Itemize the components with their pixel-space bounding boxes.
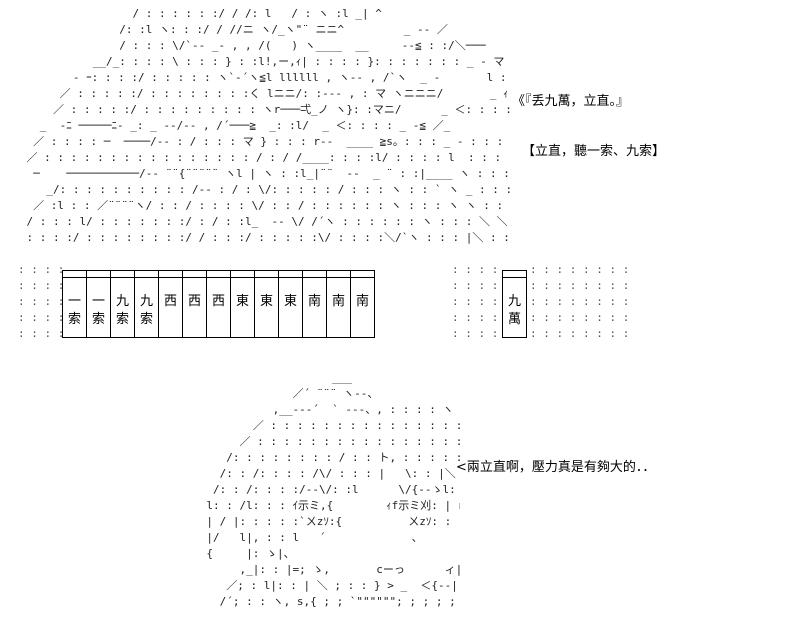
tile-top-char: 九 xyxy=(139,294,153,309)
mahjong-tile: 西 xyxy=(207,271,231,337)
tile-top-char: 東 xyxy=(235,294,249,309)
dot-texture-right: : : : : : : : : : : : : : : : : : : : : … xyxy=(530,263,630,340)
tile-top-char: 九 xyxy=(115,294,129,309)
dot-texture-middle: : : : : : : : : : : : : : : : : : : : : … xyxy=(452,263,499,340)
mahjong-tile: 東 xyxy=(231,271,255,337)
tile-top-char: 西 xyxy=(211,294,225,309)
mahjong-tile: 九索 xyxy=(135,271,159,337)
tile-top-char: 南 xyxy=(307,294,321,309)
tile-top-char: 南 xyxy=(331,294,345,309)
tile-top-char: 東 xyxy=(259,294,273,309)
dot-texture-left: : : : : : : : : : : : : : : : : : : : : xyxy=(18,263,62,340)
tile-top-char: 東 xyxy=(283,294,297,309)
tile-top-char: 西 xyxy=(163,294,177,309)
tile-bottom-char: 索 xyxy=(67,312,81,327)
mahjong-hand: 一索一索九索九索西西西東東東南南南 xyxy=(62,270,375,338)
tile-top-char: 一 xyxy=(67,294,81,309)
mahjong-tile: 西 xyxy=(183,271,207,337)
tile-bottom-char: 索 xyxy=(115,312,129,327)
character-remark-caption: <兩立直啊，壓力真是有夠大的．． xyxy=(456,460,656,475)
tile-top-char: 九 xyxy=(507,294,521,309)
ascii-art-character: ___ ／´ ¨¨¨ ヽ--、 ,__---´ ` ---、, : : : : … xyxy=(206,371,460,608)
mahjong-tile: 西 xyxy=(159,271,183,337)
riichi-call-caption: 《『丢九萬，立直。』 xyxy=(512,94,630,109)
tile-bottom-char: 索 xyxy=(139,312,153,327)
mahjong-tile: 南 xyxy=(303,271,327,337)
mahjong-tile: 東 xyxy=(255,271,279,337)
tile-top-char: 南 xyxy=(355,294,369,309)
tile-bottom-char: 索 xyxy=(91,312,105,327)
discarded-tile-area: 九 萬 xyxy=(502,270,527,338)
mahjong-tile: 南 xyxy=(351,271,375,337)
mahjong-tile: 南 xyxy=(327,271,351,337)
mahjong-tile: 九索 xyxy=(111,271,135,337)
ascii-art-top: / : : : : : :/ / /: l / : ヽ :l _| ^ /: :… xyxy=(26,7,510,244)
riichi-wait-caption: 【立直，聽一索、九索】 xyxy=(522,144,666,159)
tile-bottom-char: 萬 xyxy=(507,312,521,327)
mahjong-tile: 東 xyxy=(279,271,303,337)
mahjong-tile-discard: 九 萬 xyxy=(503,271,527,337)
mahjong-tile: 一索 xyxy=(63,271,87,337)
tile-top-char: 一 xyxy=(91,294,105,309)
tile-top-char: 西 xyxy=(187,294,201,309)
mahjong-tile: 一索 xyxy=(87,271,111,337)
